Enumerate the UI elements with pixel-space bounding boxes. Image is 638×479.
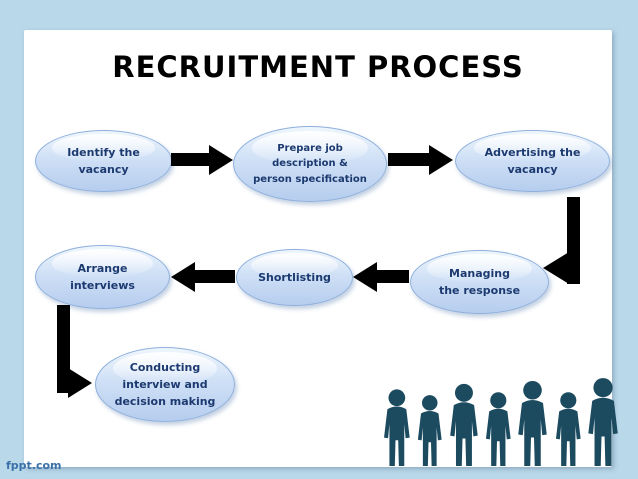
node-text-line: vacancy — [507, 163, 558, 176]
page-title: RECRUITMENT PROCESS — [112, 50, 524, 84]
arrow-head-right-icon — [68, 368, 92, 398]
arrow-head-left-icon — [171, 262, 195, 292]
arrow-shaft — [567, 197, 580, 284]
arrow-head-left-icon — [543, 252, 569, 284]
arrow-shaft — [171, 153, 211, 166]
node-text-line: the response — [438, 284, 521, 297]
arrow-shortlisting-to-arrange — [171, 262, 235, 292]
arrow-shaft — [193, 270, 235, 283]
arrow-head-left-icon — [353, 262, 377, 292]
node-text-line: Identify the — [67, 145, 140, 159]
node-arrange-interviews: Arrange interviews — [35, 245, 170, 309]
business-people-silhouettes-image — [384, 378, 618, 467]
node-text-line: Conducting — [129, 360, 201, 374]
node-text-line: description & — [272, 158, 348, 170]
node-text-line: Managing — [449, 266, 510, 280]
arrow-prepare-to-advertising — [388, 145, 453, 175]
arrow-shaft — [375, 270, 409, 283]
node-text-line: vacancy — [78, 163, 129, 176]
node-text-line: Advertising the — [484, 145, 581, 159]
node-text-line: Prepare job — [277, 142, 343, 154]
arrow-head-right-icon — [209, 145, 233, 175]
arrow-head-right-icon — [429, 145, 453, 175]
node-text-line: interviews — [70, 279, 135, 292]
node-advertising-vacancy: Advertising the vacancy — [455, 130, 610, 192]
arrow-advertising-to-managing — [543, 197, 580, 284]
arrow-identify-to-prepare — [171, 145, 233, 175]
arrow-arrange-to-conducting — [57, 305, 94, 398]
node-text-line: Shortlisting — [258, 270, 331, 284]
node-text-line: Arrange — [77, 261, 128, 275]
watermark-fppt: fppt.com — [6, 459, 62, 472]
arrow-shaft — [388, 153, 431, 166]
node-text-line: interview and — [122, 377, 208, 391]
arrow-shaft — [57, 305, 70, 393]
node-text-line: decision making — [114, 395, 216, 409]
node-identify-vacancy: Identify the vacancy — [35, 130, 172, 192]
node-managing-response: Managing the response — [410, 250, 549, 314]
node-prepare-job: Prepare job description & person specifi… — [233, 126, 387, 202]
node-shortlisting: Shortlisting — [236, 249, 353, 306]
node-text-line: person specification — [253, 173, 367, 185]
node-conducting-interview: Conducting interview and decision making — [95, 347, 235, 422]
arrow-managing-to-shortlisting — [353, 262, 409, 292]
